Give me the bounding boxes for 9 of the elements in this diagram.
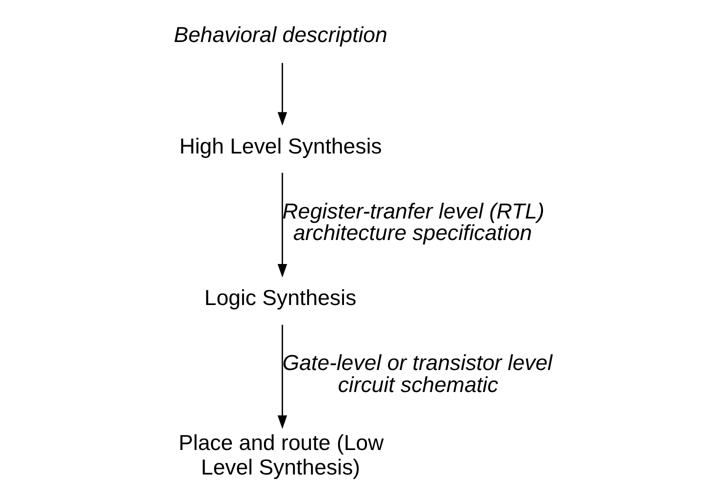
node-text: Logic Synthesis (204, 285, 356, 310)
node-text: High Level Synthesis (178, 133, 382, 158)
arrow (277, 172, 287, 278)
node-text: Behavioral description (173, 22, 387, 48)
edge-label: Gate-level or transistor level circuit schematic (282, 350, 552, 397)
node-text: Place and route (Low Level Synthesis) (178, 430, 384, 480)
edge-label: Register-tranfer level (RTL) architecture specification (282, 198, 544, 246)
arrow (277, 62, 287, 126)
arrow (277, 324, 287, 429)
